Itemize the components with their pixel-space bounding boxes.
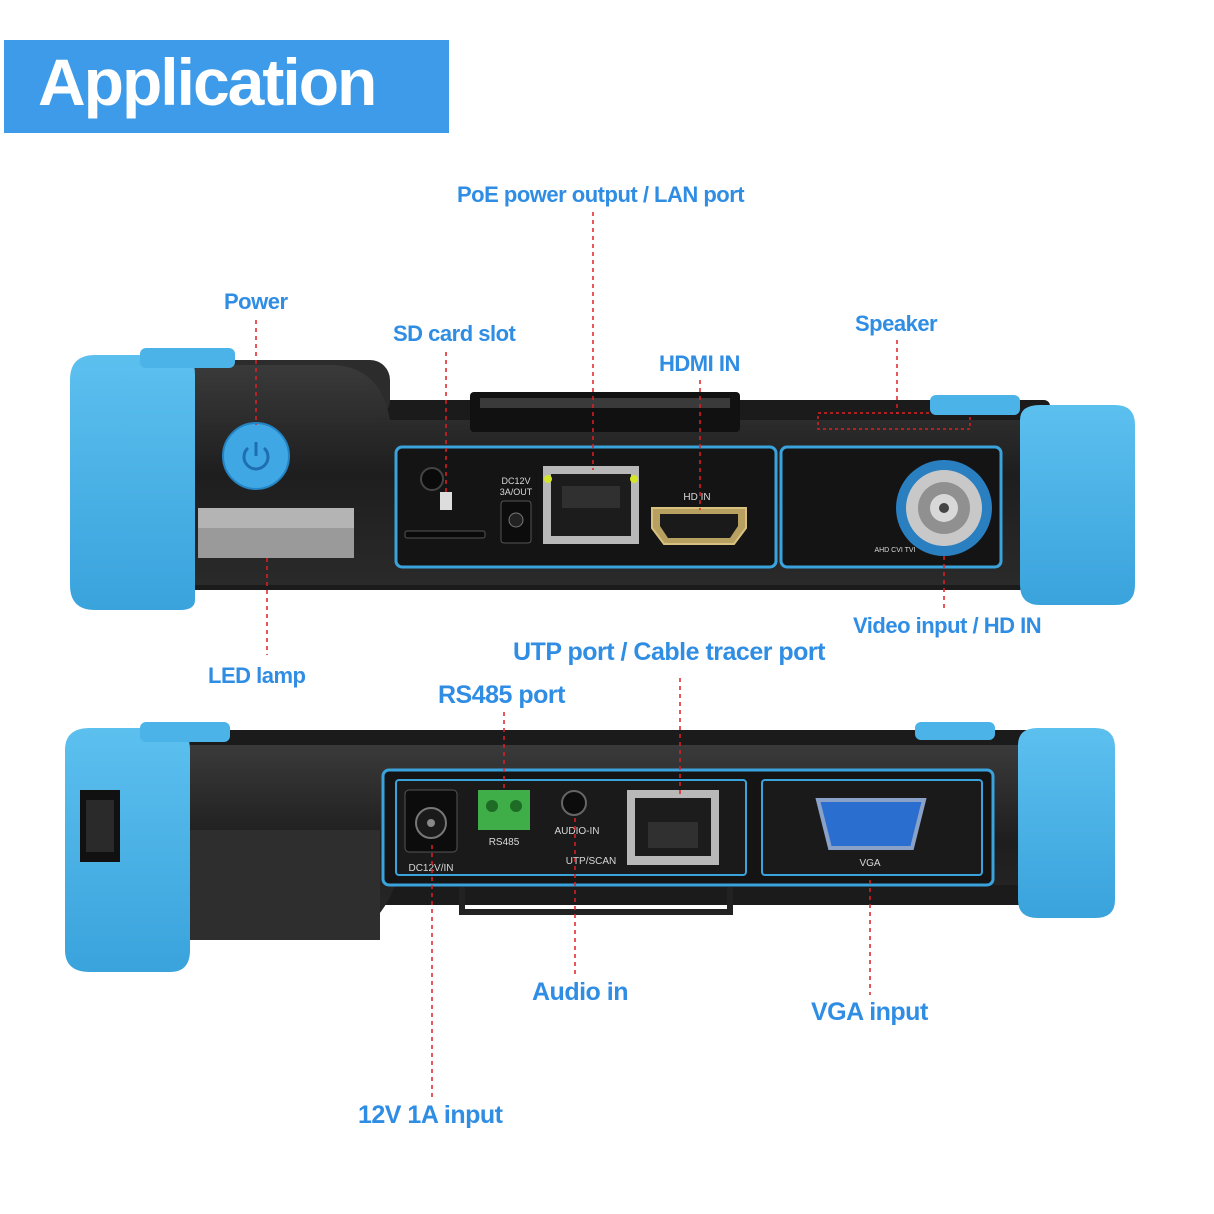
callout-video-input: Video input / HD IN (853, 613, 1042, 638)
dc-out-label-line1: DC12V (501, 476, 530, 486)
callout-led-lamp: LED lamp (208, 663, 306, 688)
callout-sd-card: SD card slot (393, 321, 516, 346)
video-modes-label: AHD CVI TVI (874, 547, 915, 554)
leader-lines (255, 212, 945, 1098)
hd-in-port-label: HD IN (683, 492, 710, 503)
callout-speaker: Speaker (855, 311, 938, 336)
callout-utp-cable-tracer: UTP port / Cable tracer port (513, 638, 826, 666)
title-banner (4, 40, 449, 133)
vga-port-label: VGA (859, 858, 880, 869)
callout-audio-in: Audio in (532, 978, 628, 1006)
page-title: Application (38, 45, 377, 119)
utp-scan-port-label: UTP/SCAN (566, 856, 617, 867)
callout-rs485: RS485 port (438, 681, 565, 709)
callout-hdmi-in: HDMI IN (659, 351, 740, 376)
callout-dc-input: 12V 1A input (358, 1101, 503, 1129)
dc-out-label-line2: 3A/OUT (500, 487, 533, 497)
audio-in-port-label: AUDIO-IN (555, 826, 600, 837)
callout-poe-lan: PoE power output / LAN port (457, 182, 745, 207)
top-device: DC12V 3A/OUT HD IN AHD CVI TVI (70, 348, 1135, 610)
callout-vga-input: VGA input (811, 998, 928, 1026)
dc-in-port-label: DC12V/IN (408, 863, 453, 874)
rs485-port-label: RS485 (489, 837, 520, 848)
bottom-device: DC12V/IN RS485 AUDIO-IN UTP/SCAN VGA (65, 722, 1115, 972)
callout-power: Power (224, 289, 288, 314)
